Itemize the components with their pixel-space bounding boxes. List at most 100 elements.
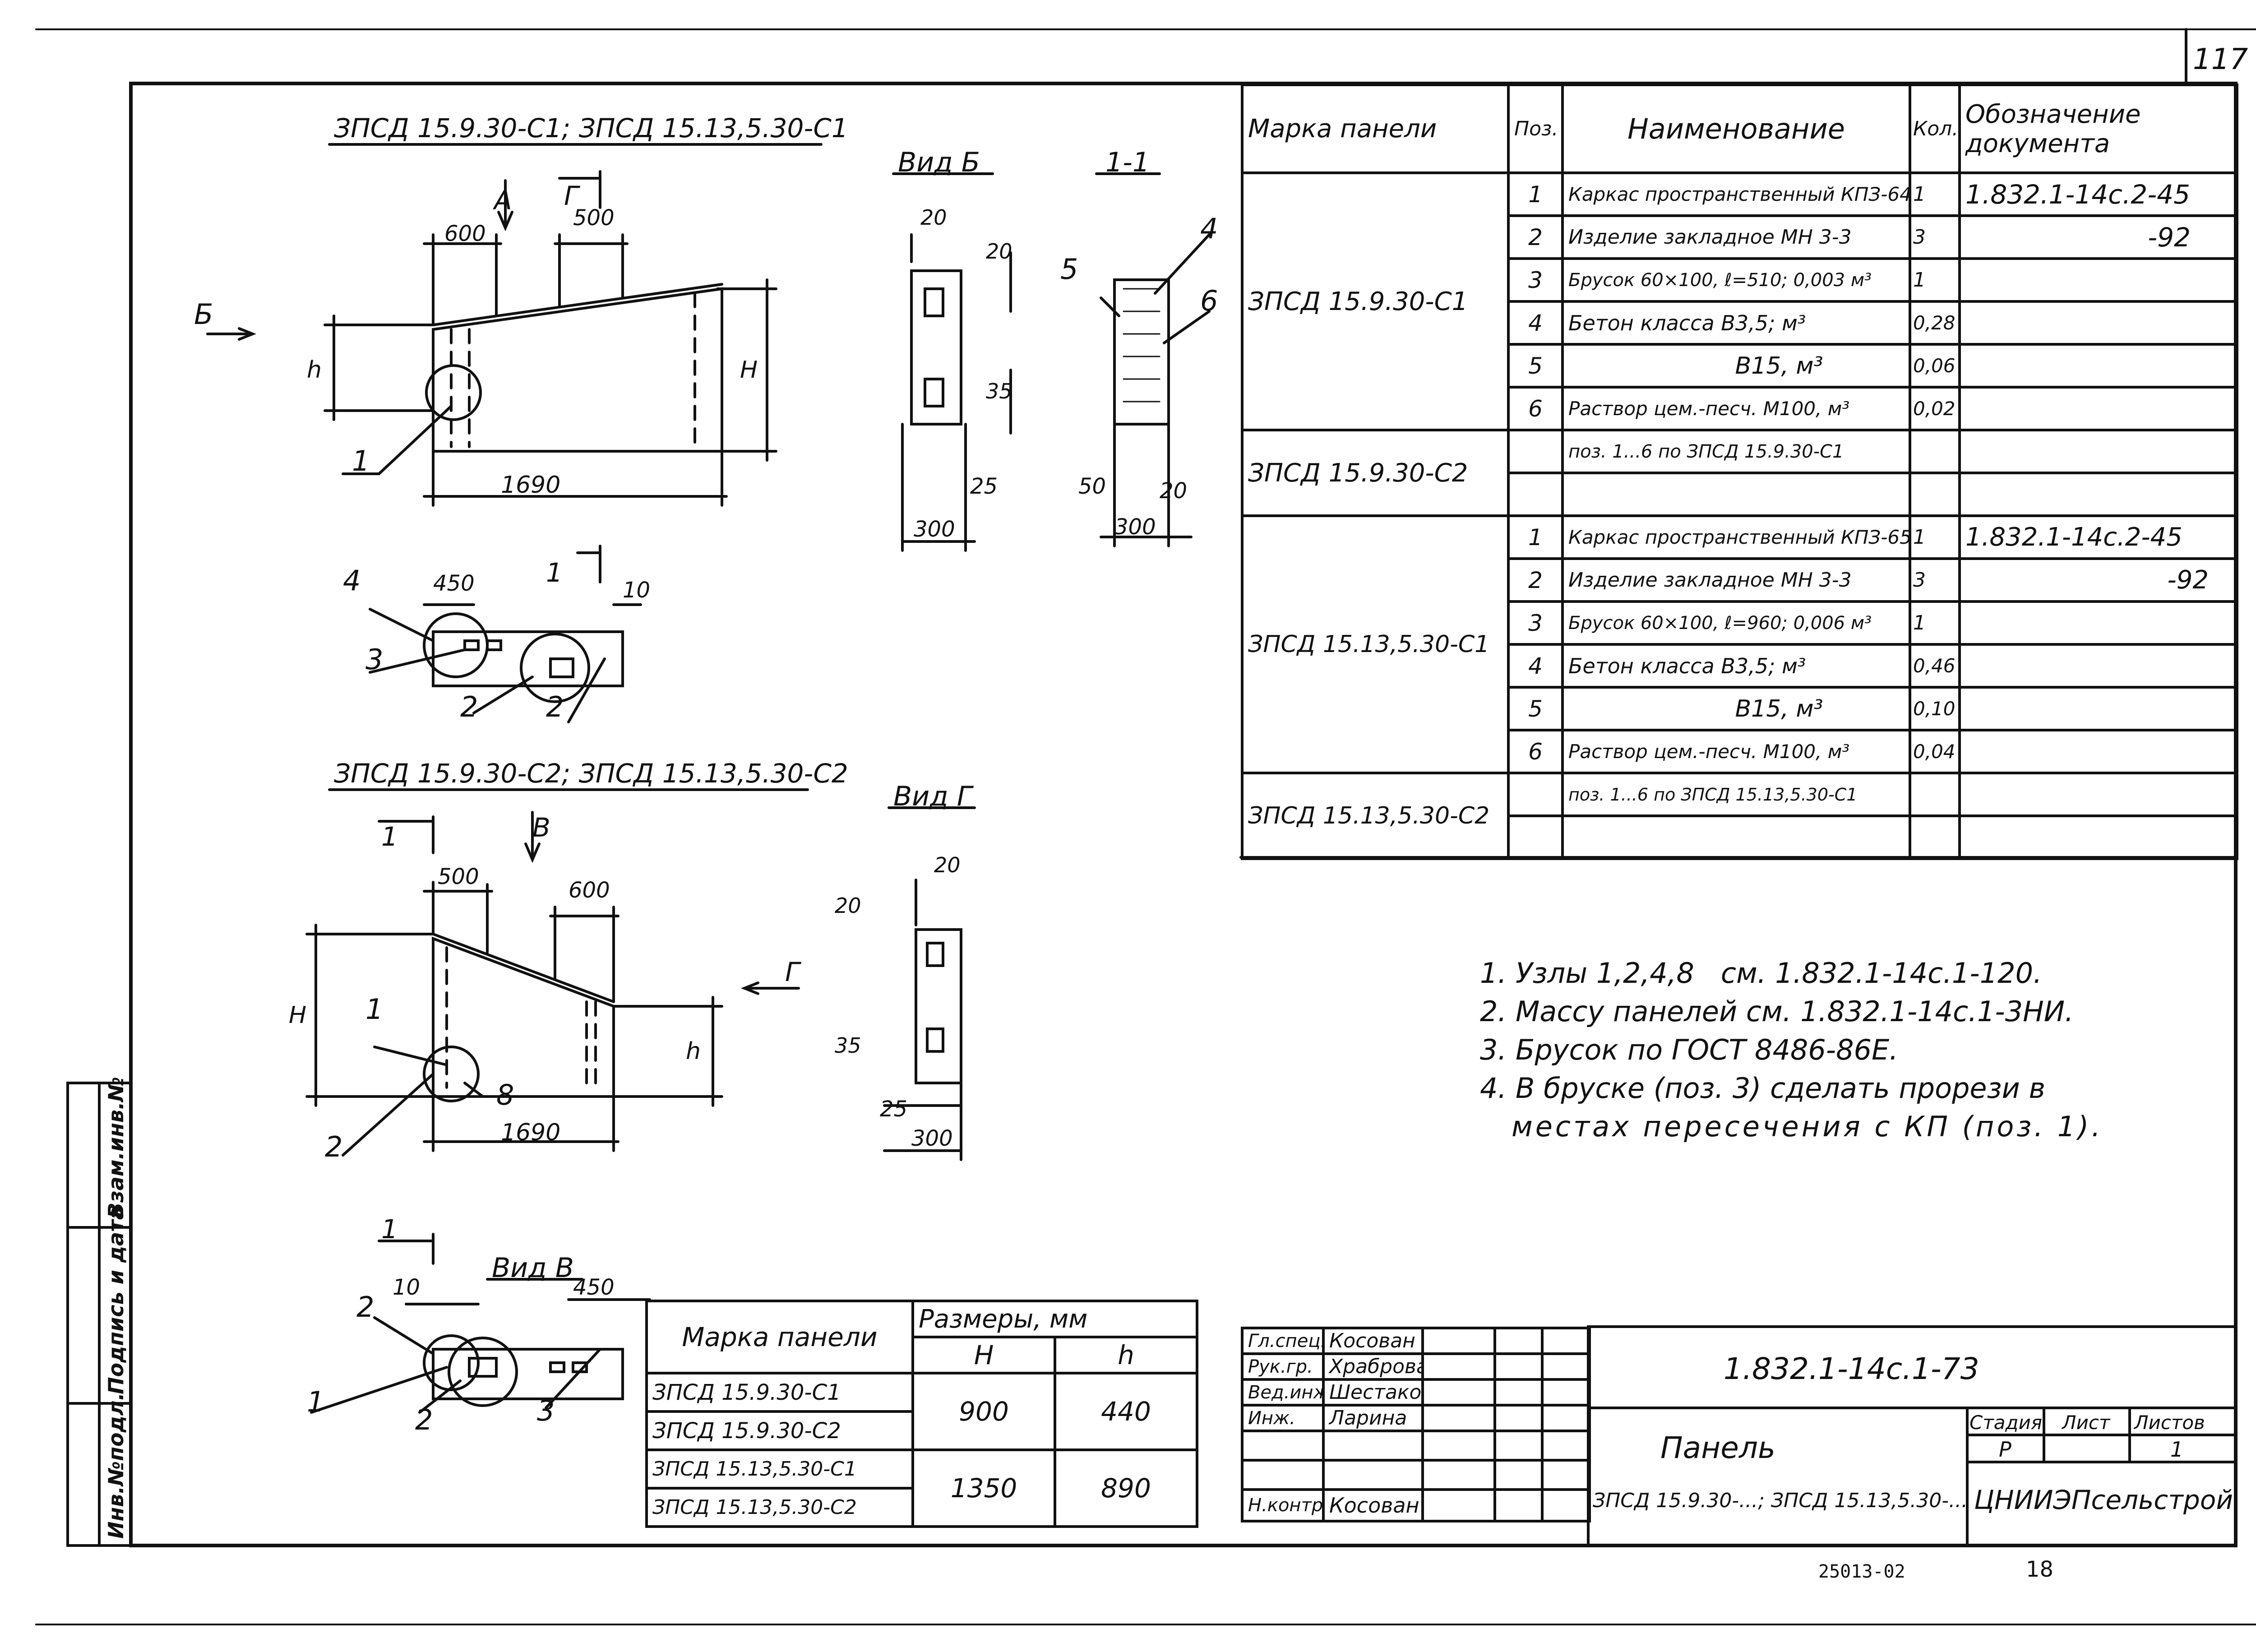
plan-bottom-outline: [432, 1348, 624, 1400]
role-date: [1493, 1352, 1544, 1381]
spec-row: 2 Изделие закладное МН 3-3 3 -92: [1242, 557, 2238, 603]
spec-doc: [1958, 429, 2238, 474]
product-name: Панель: [1660, 1430, 1775, 1465]
leader-4-section: 4: [1200, 212, 1218, 245]
spec-pos: [1507, 429, 1564, 474]
product-marks: ЗПСД 15.9.30-...; ЗПСД 15.13,5.30-...: [1593, 1489, 1968, 1512]
spec-mark-4: ЗПСД 15.13,5.30-С2: [1241, 772, 1510, 860]
marker-g-right: Г: [785, 957, 800, 987]
spec-row: [1242, 472, 2238, 517]
leader-2c-plan-b: 2: [415, 1403, 433, 1436]
spec-header-doc: Обозначение документа: [1958, 83, 2238, 174]
spec-name: Брусок 60×100, ℓ=960; 0,006 м³: [1561, 600, 1911, 646]
role-signature: [1421, 1430, 1496, 1462]
leader-2b-plan: 2: [546, 690, 564, 723]
dim-600-bottom: 600: [569, 878, 610, 903]
dims-subheader-row: H h: [647, 1336, 1199, 1374]
role-label: Гл.спец.: [1241, 1327, 1325, 1355]
spec-doc: -92: [1958, 214, 2238, 260]
dims-mark: ЗПСД 15.9.30-С1: [645, 1372, 914, 1413]
stage-label: Стадия: [1969, 1411, 2043, 1434]
role-date: [1493, 1327, 1544, 1355]
spec-qty: 3: [1909, 557, 1961, 603]
spec-pos: 6: [1507, 729, 1564, 774]
spec-mark-1: ЗПСД 15.9.30-С1: [1241, 171, 1510, 431]
role-signature: [1421, 1352, 1496, 1381]
role-name: [1322, 1430, 1424, 1462]
role-label: Рук.гр.: [1241, 1352, 1325, 1381]
title-top: ЗПСД 15.9.30-С1; ЗПСД 15.13,5.30-С1: [334, 113, 848, 143]
role-date: [1493, 1430, 1544, 1462]
spec-row: 4 Бетон класса В3,5; м³ 0,46: [1242, 643, 2238, 689]
dims-row: ЗПСД 15.13,5.30-С1 1350 890: [645, 1448, 1199, 1528]
role-label: Н.контр.: [1241, 1488, 1325, 1522]
dim-H-bottom: H: [289, 1002, 307, 1029]
dim-1690-bottom: 1690: [501, 1119, 561, 1146]
title-role-row: [1241, 1459, 1591, 1491]
role-signature: [1421, 1378, 1496, 1407]
dim-500-bottom: 500: [438, 864, 479, 889]
spec-doc: [1958, 600, 2238, 646]
dim-10-top: 10: [623, 578, 651, 603]
dim-20-viewg-b: 20: [835, 893, 861, 918]
spec-row: 5 В15, м³ 0,10: [1242, 686, 2238, 731]
spec-qty: 0,02: [1909, 386, 1961, 431]
dim-600-top: 600: [444, 221, 486, 246]
spec-row: [1242, 814, 2238, 860]
dim-25-viewg: 25: [880, 1097, 908, 1122]
spec-doc: [1958, 729, 2238, 774]
dims-mark: ЗПСД 15.13,5.30-С1: [645, 1448, 914, 1490]
dim-h-bottom: h: [686, 1038, 701, 1065]
spec-name: Каркас пространственный КПЗ-65: [1561, 514, 1911, 560]
spec-header-name: Наименование: [1561, 83, 1911, 174]
leader-1-bottom: 1: [365, 993, 384, 1026]
role-date: [1493, 1488, 1544, 1522]
dims-row: ЗПСД 15.9.30-С2: [645, 1410, 1197, 1451]
dim-20-viewb-b: 20: [986, 239, 1012, 264]
role-name: Косован: [1322, 1327, 1424, 1355]
role-date: [1493, 1378, 1544, 1407]
spec-qty: [1909, 814, 1961, 860]
spec-row: 4 Бетон класса В3,5; м³ 0,28: [1242, 300, 2238, 346]
dims-header-dims: Размеры, мм: [911, 1300, 1199, 1338]
role-extra: [1541, 1488, 1591, 1522]
stage-value: Р: [1999, 1437, 2011, 1462]
title-role-row: [1241, 1430, 1591, 1462]
spec-qty: 0,46: [1909, 643, 1961, 689]
spec-qty: 0,06: [1909, 343, 1961, 389]
leader-4-plan: 4: [343, 564, 361, 597]
dim-10-plan-b: 10: [393, 1275, 421, 1300]
spec-pos: 2: [1507, 214, 1564, 260]
spec-qty: [1909, 772, 1961, 817]
spec-name: поз. 1...6 по ЗПСД 15.13,5.30-С1: [1561, 772, 1911, 817]
leader-3-plan: 3: [365, 643, 384, 676]
role-signature: [1421, 1488, 1496, 1522]
footer-code: 25013-02: [1818, 1561, 1905, 1582]
spec-pos: 4: [1507, 300, 1564, 346]
dims-h-value: 890: [1053, 1448, 1199, 1528]
spec-name: Изделие закладное МН 3-3: [1561, 214, 1911, 260]
marker-a: А: [494, 185, 512, 216]
role-name: Шестакова: [1322, 1378, 1424, 1407]
spec-row: 5 В15, м³ 0,06: [1242, 343, 2238, 389]
role-name: Косован: [1322, 1488, 1424, 1522]
role-label: [1241, 1430, 1325, 1462]
spec-pos: [1507, 814, 1564, 860]
role-signature: [1421, 1327, 1496, 1355]
dims-mark: ЗПСД 15.9.30-С2: [645, 1410, 914, 1451]
dims-row: ЗПСД 15.9.30-С1 900 440: [645, 1372, 1199, 1451]
spec-row: 6 Раствор цем.-песч. М100, м³ 0,02: [1242, 386, 2238, 431]
marker-1-top: 1: [546, 557, 563, 588]
spec-doc: [1958, 386, 2238, 431]
sheets-value: 1: [2170, 1437, 2184, 1462]
title-role-row: Инж. Ларина: [1241, 1404, 1591, 1432]
spec-row: 2 Изделие закладное МН 3-3 3 -92: [1242, 214, 2238, 260]
spec-qty: [1909, 429, 1961, 474]
spec-doc: [1958, 300, 2238, 346]
dims-table: Марка панели Размеры, мм H h ЗПСД 15.9.3…: [645, 1300, 1199, 1528]
dim-25-viewb: 25: [970, 474, 998, 499]
spec-doc: [1958, 686, 2238, 731]
section-1-1-label: 1-1: [1105, 147, 1150, 178]
spec-pos: 5: [1507, 343, 1564, 389]
marker-b-left: Б: [194, 298, 213, 331]
